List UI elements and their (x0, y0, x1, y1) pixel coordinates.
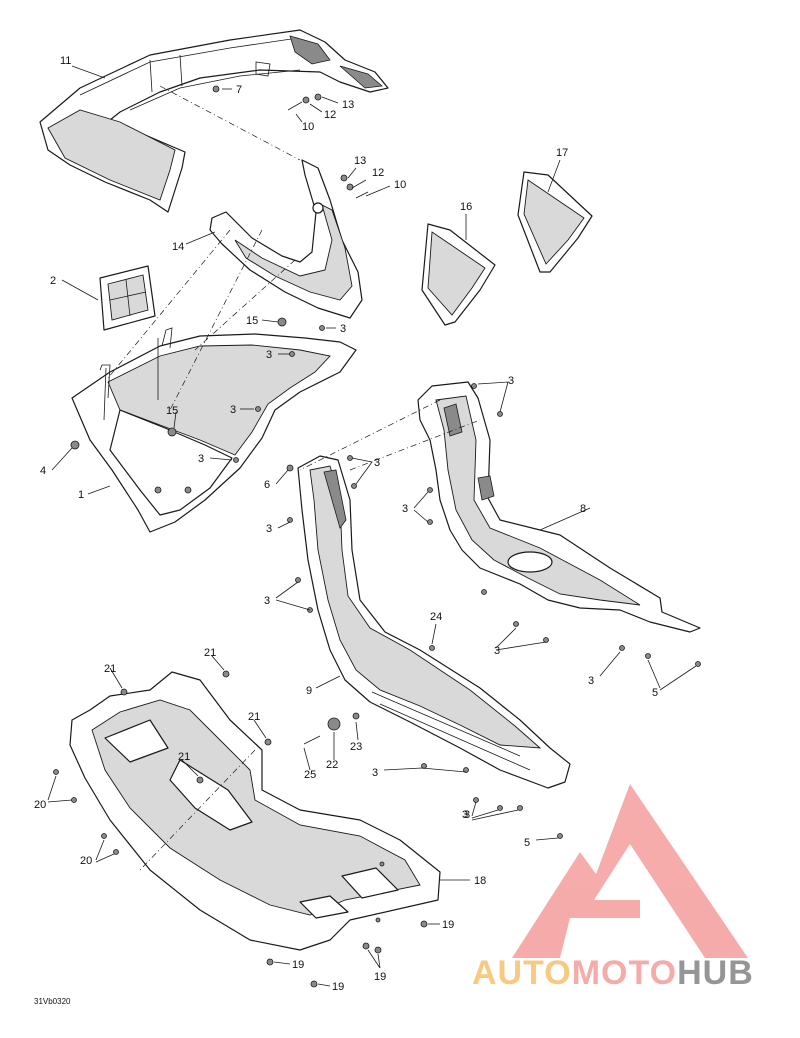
callout-3: 3 (402, 503, 408, 515)
callout-3: 3 (266, 523, 272, 535)
automotohub-watermark: AUTOMOTOHUB (472, 784, 754, 992)
callout-3: 3 (198, 453, 204, 465)
brand-text-moto: MOTO (572, 954, 677, 992)
callout-4: 4 (40, 465, 46, 477)
callout-23: 23 (350, 741, 362, 753)
callout-9: 9 (306, 685, 312, 697)
callout-5: 5 (524, 837, 530, 849)
part-1-lower-body (71, 327, 357, 533)
part-17-panel (517, 171, 593, 273)
callout-19: 19 (442, 919, 454, 931)
callout-leaders (47, 65, 697, 987)
part-9-side-rail (297, 455, 571, 789)
part-2-grille (99, 265, 156, 331)
callout-19: 19 (332, 981, 344, 993)
hardware-fasteners (53, 85, 701, 988)
callout-11: 11 (60, 55, 71, 67)
callout-22: 22 (326, 759, 338, 771)
callout-3: 3 (494, 645, 500, 657)
callout-3: 3 (340, 323, 346, 335)
callout-3: 3 (588, 675, 594, 687)
callout-15: 15 (166, 405, 178, 417)
callout-6: 6 (264, 479, 270, 491)
part-8-side-panel (417, 381, 701, 633)
callout-12: 12 (372, 167, 384, 179)
automotohub-logo (512, 784, 748, 958)
callout-5: 5 (652, 687, 658, 699)
callout-12: 12 (324, 109, 336, 121)
callout-18: 18 (474, 875, 486, 887)
callout-3: 3 (508, 375, 514, 387)
callout-14: 14 (172, 241, 184, 253)
callout-3: 3 (464, 809, 470, 821)
callout-17: 17 (556, 147, 568, 159)
callout-10: 10 (394, 179, 406, 191)
part-11-upper-cowl (39, 29, 389, 213)
callout-24: 24 (430, 611, 442, 623)
drawing-code: 31Vb0320 (34, 997, 71, 1006)
callout-3: 3 (462, 809, 468, 821)
callout-3: 3 (372, 767, 378, 779)
part-18-belly-pan (69, 671, 441, 951)
part-14-bracket (209, 159, 363, 319)
callout-3: 3 (374, 457, 380, 469)
svg-text:AUTOMOTOHUB: AUTOMOTOHUB (472, 954, 754, 992)
callout-16: 16 (460, 201, 472, 213)
callout-21: 21 (104, 663, 116, 675)
callout-10: 10 (302, 121, 314, 133)
brand-text-hub: HUB (677, 954, 754, 992)
callout-21: 21 (204, 647, 216, 659)
callout-21: 21 (178, 751, 190, 763)
part-16-panel (421, 223, 496, 326)
callout-13: 13 (354, 155, 366, 167)
callout-13: 13 (342, 99, 354, 111)
callout-25: 25 (304, 769, 316, 781)
callout-15: 15 (246, 315, 258, 327)
callout-3: 3 (264, 595, 270, 607)
callout-1: 1 (78, 489, 84, 501)
callout-19: 19 (374, 971, 386, 983)
brand-text-auto: AUTO (472, 954, 572, 992)
callout-3: 3 (266, 349, 272, 361)
callout-7: 7 (236, 84, 242, 96)
callout-8: 8 (580, 503, 586, 515)
callout-3: 3 (230, 404, 236, 416)
callout-19: 19 (292, 959, 304, 971)
callout-21: 21 (248, 711, 260, 723)
callout-20: 20 (34, 799, 46, 811)
callout-labels: 11 7 13 12 10 13 12 10 17 16 14 2 15 3 3… (34, 55, 658, 993)
callout-20: 20 (80, 855, 92, 867)
assembly-lines (107, 85, 481, 871)
callout-2: 2 (50, 275, 56, 287)
